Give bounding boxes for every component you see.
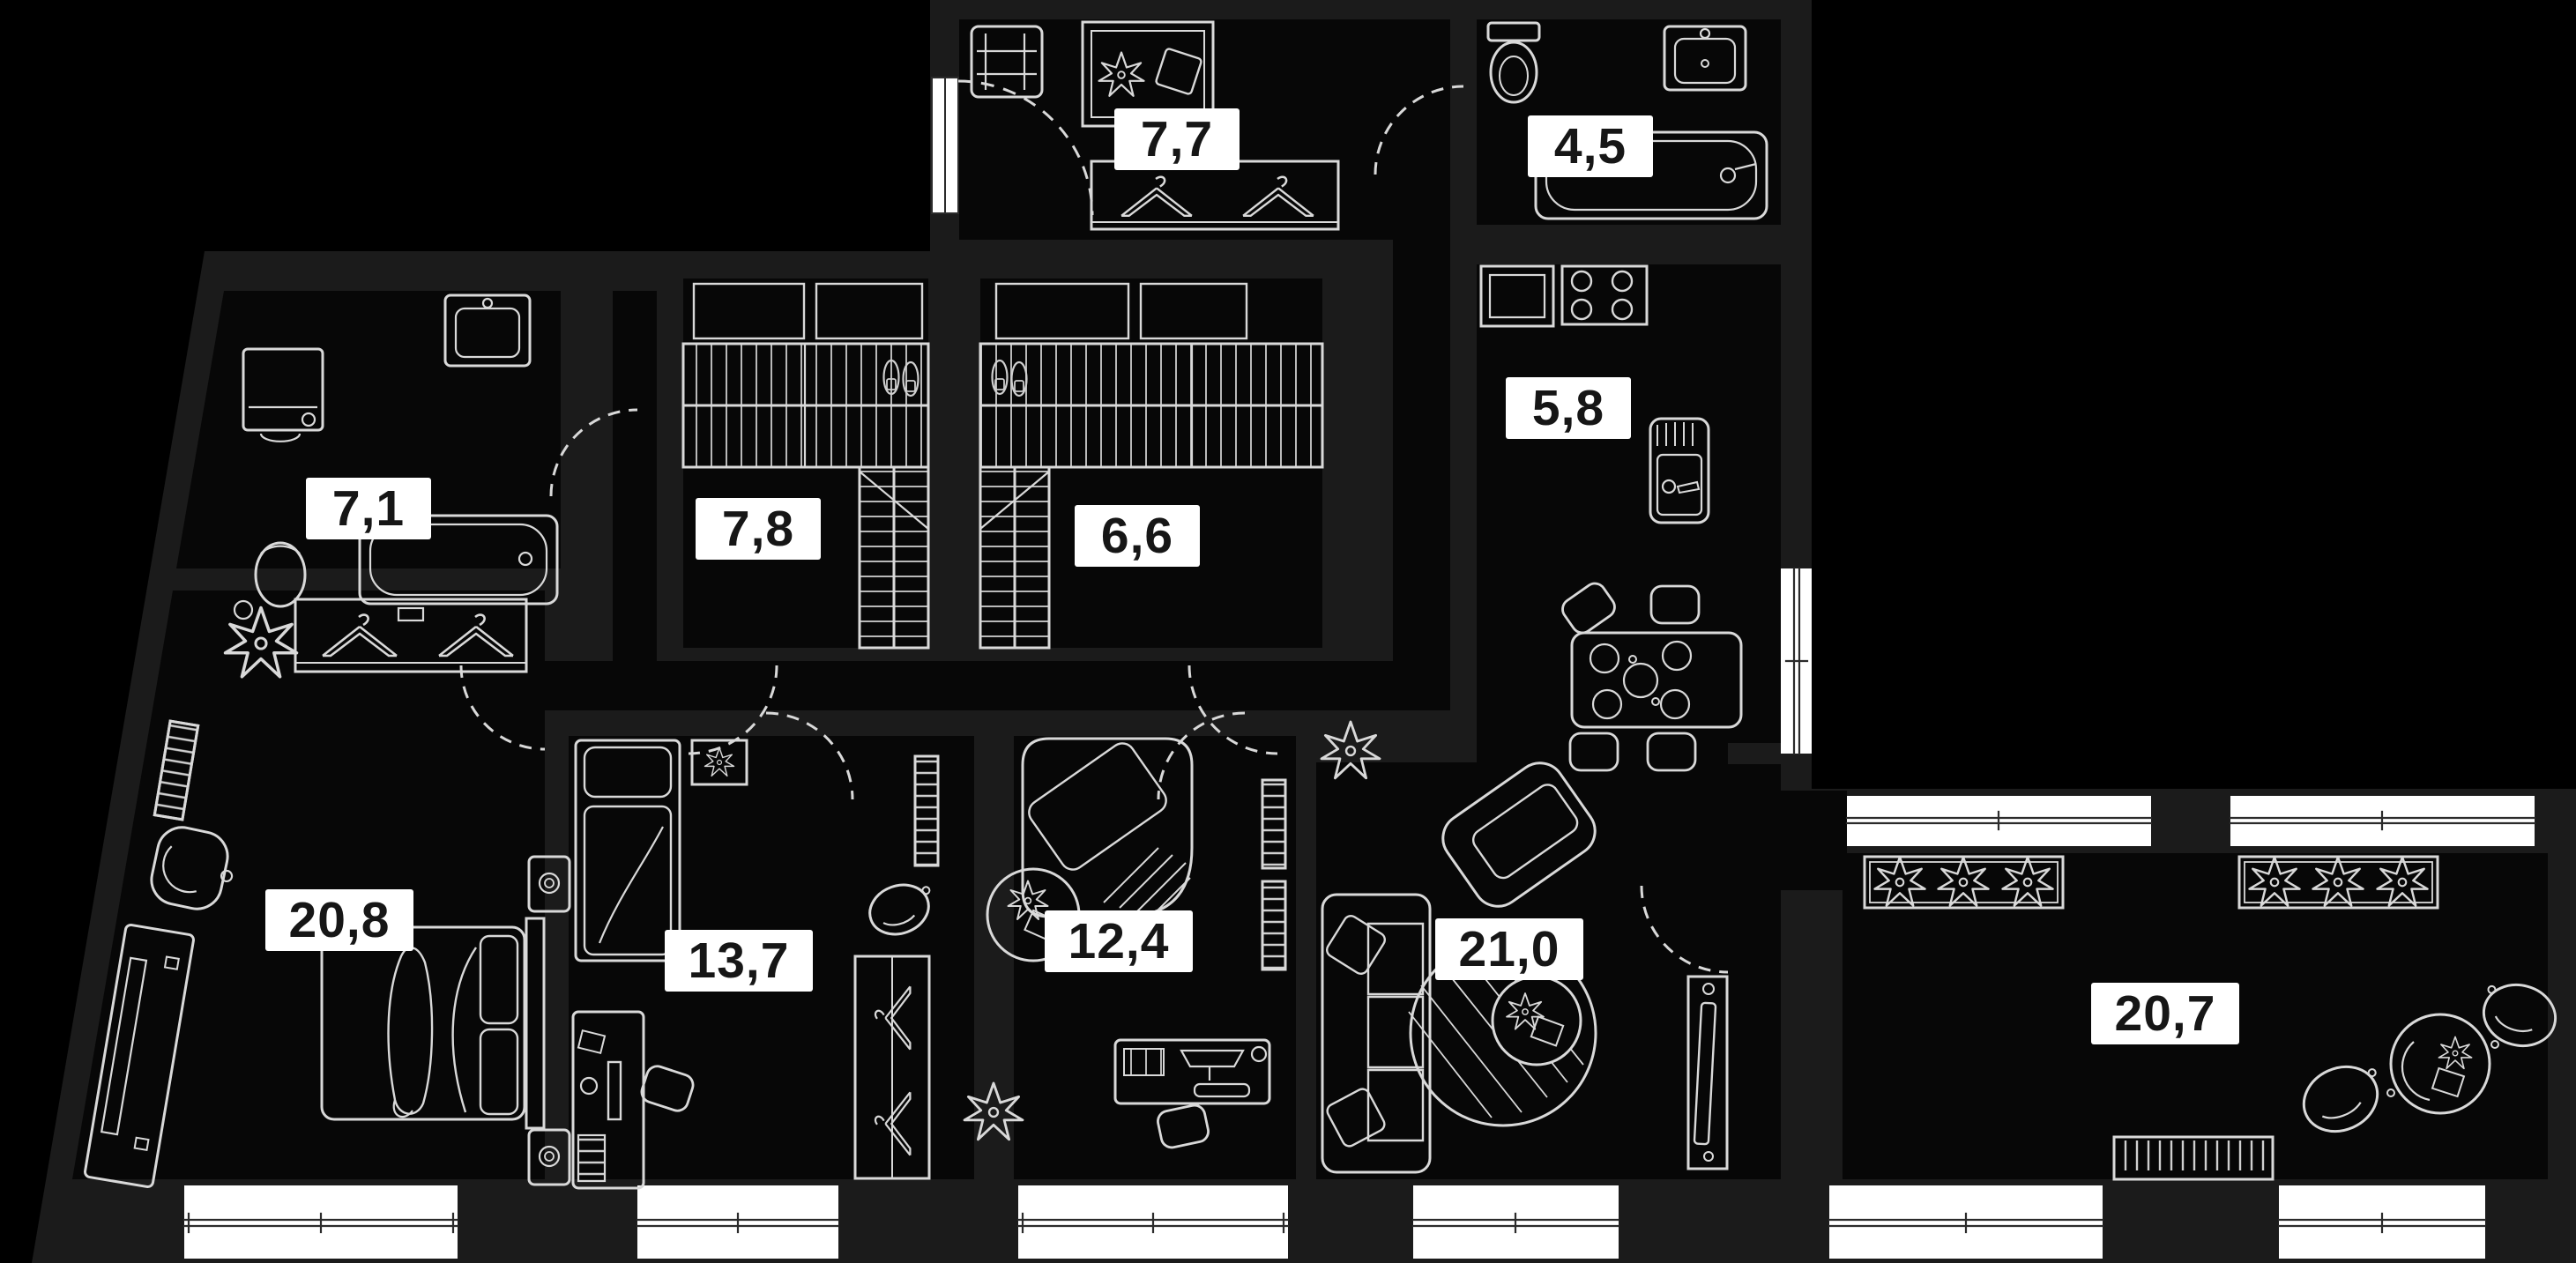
room-area-label-bedroom-main: 20,8 [265,889,413,951]
kids-nightstand-icon [690,739,748,786]
terrace-chair-left-icon [2302,1065,2379,1133]
kitchen-counter-icon [1479,264,1555,328]
room-floors [72,19,2548,1179]
kids-radiator-icon [913,754,940,867]
door-arc-wardrobe-left [688,665,778,755]
room-area-label-kitchen: 5,8 [1506,377,1631,439]
window-terrace-top-right [2229,796,2536,846]
fridge-icon [1649,417,1710,524]
single-bed-icon [574,739,681,962]
desk-bedroom-icon [84,923,195,1189]
basket-icon [150,826,234,910]
stove-icon [1560,264,1649,326]
window-kitchen-side [1781,567,1812,755]
flower-box-right-icon [2237,855,2439,910]
radiator-bedroom-icon [153,719,200,821]
washing-machine-icon [242,347,324,442]
sink-top-icon [1663,25,1747,92]
room-bathroom-left [176,291,561,568]
sink-left-icon [443,293,532,368]
toilet-left-icon [233,541,307,620]
tv-console-icon [1686,975,1729,1170]
room-area-label-bedroom-office: 12,4 [1045,910,1193,972]
bath-entry-nook [613,291,657,710]
kids-pouf-icon [868,883,931,936]
room-area-label-living: 21,0 [1435,918,1583,980]
door-arc-bathroom-left [549,408,638,497]
coffee-table-icon [1491,975,1582,1066]
terrace-radiator-icon [2112,1135,2274,1181]
window-bedroom-office [1016,1185,1290,1259]
door-arc-office [1157,711,1246,800]
room-area-label-wardrobe-left: 7,8 [696,498,821,560]
room-area-label-bedroom-kids: 13,7 [665,930,813,992]
window-terrace-bottom-left [1828,1185,2104,1259]
window-bedroom-main [182,1185,459,1259]
window-terrace-top-left [1845,796,2153,846]
wardrobe-right-icon [979,282,1324,650]
window-terrace-bottom-right [2277,1185,2487,1259]
terrace-table-icon [2386,1013,2499,1115]
sofa-icon [1321,893,1432,1174]
doors-layer [459,77,1729,974]
office-desk-icon [1113,1038,1271,1151]
kids-wardrobe-icon [853,955,931,1180]
room-kitchen [1477,264,1781,762]
window-living [1411,1185,1620,1259]
hall-cabinet-icon [970,25,1044,99]
room-area-label-hallway: 7,7 [1114,108,1240,170]
kids-desk-icon [571,1010,697,1190]
entrance-door [931,77,1094,216]
door-arc-bedroom-main [459,665,546,751]
terrace-passage [1781,791,1847,890]
windows-layer [182,567,2536,1259]
toilet-top-icon [1486,21,1541,104]
room-area-label-bathroom-left: 7,1 [306,478,431,539]
door-arc-kids [765,711,854,800]
door-arc-bathroom-top [1374,85,1464,175]
dining-set-icon [1557,577,1743,772]
double-bed-icon [320,855,571,1186]
flower-box-left-icon [1863,855,2065,910]
door-arc-living [1640,885,1729,974]
room-area-label-terrace: 20,7 [2091,983,2239,1044]
corridor-horizontal [529,661,1393,710]
office-radiators-icon [1261,778,1287,971]
coat-rack-icon [294,598,528,673]
door-arc-wardrobe-right [1187,665,1278,755]
corridor-vertical [1393,220,1450,710]
bathtub-left-icon [358,514,559,622]
window-bedroom-kids [636,1185,840,1259]
armchair-icon [1441,762,1597,908]
terrace-chair-right-icon [2482,983,2557,1048]
wardrobe-left-icon [681,282,930,650]
room-area-label-wardrobe-right: 6,6 [1075,505,1200,567]
room-area-label-bathroom-top: 4,5 [1528,115,1653,177]
